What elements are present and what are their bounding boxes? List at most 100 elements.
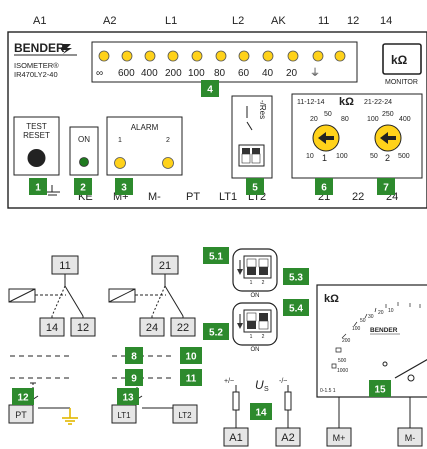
scale-label: 400 [141, 68, 158, 79]
meter-t0: 1000 [337, 368, 348, 374]
callout-badge-label: 5 [252, 183, 258, 194]
supply-minus: -/~ [279, 378, 287, 385]
callout-badge-bg [250, 403, 272, 420]
alarm-ch1: 1 [118, 137, 122, 144]
k1-term-no: 12 [77, 322, 89, 334]
callout-badge-bg [246, 178, 264, 195]
pt-terminal: PT [15, 410, 27, 420]
callout-badge-label: 8 [131, 352, 137, 363]
dip51-on: ON [251, 293, 260, 299]
dial-box [291, 93, 423, 179]
k2-term-no: 22 [177, 322, 189, 334]
scale-led [98, 50, 110, 62]
callout-badge-label: 11 [186, 374, 197, 385]
meter-t1: 500 [338, 358, 347, 364]
scale-label: 600 [118, 68, 135, 79]
on-indicator-group: ON [69, 126, 99, 176]
callout-badge-label: 7 [383, 183, 389, 194]
scale-label: 200 [165, 68, 182, 79]
on-led [79, 157, 89, 167]
dial2-s0: 100 [367, 116, 379, 123]
meter-t5: 30 [368, 314, 374, 320]
scale-led [334, 50, 346, 62]
dial2-s4: 2 [385, 153, 390, 163]
dip51-num2: 2 [262, 280, 265, 286]
callout-badge-label: 5.2 [209, 328, 223, 339]
scale-led [215, 50, 227, 62]
callout-badge-label: 15 [374, 385, 386, 396]
scale-led [287, 50, 299, 62]
callout-badge-bg [283, 299, 309, 316]
dial2-title: 21-22-24 [364, 99, 392, 106]
callout-badge-bg [315, 178, 333, 195]
test-label: TEST [26, 122, 47, 131]
terminal-11: 11 [318, 15, 329, 27]
meter-t7: 10 [388, 308, 394, 314]
meter-t4: 50 [360, 318, 366, 324]
test-reset-group: TEST RESET [13, 116, 60, 176]
terminal-a2: A2 [103, 15, 116, 27]
relay-k1: 11 14 12 [8, 255, 96, 337]
alarm2-led [162, 157, 174, 169]
supply-u: U [255, 378, 264, 392]
led-row [98, 50, 346, 62]
callout-badge-label: 1 [35, 183, 41, 194]
monitor-unit: kΩ [391, 53, 408, 67]
supply-plus: +/~ [224, 378, 234, 385]
dial2-s3: 50 [370, 153, 378, 160]
callout-badge-label: 5.4 [289, 304, 303, 315]
supply-circuit: +/~ -/~ U S A1 A2 [223, 378, 301, 447]
terminal-22: 22 [352, 191, 364, 203]
dip52-num2: 2 [262, 334, 265, 340]
terminal-ak: AK [271, 15, 286, 27]
callout-badge-bg [74, 178, 92, 195]
brand-block: BENDER ISOMETER® IR470LY2-40 [14, 41, 77, 79]
meter-t2: 200 [342, 338, 351, 344]
terminal-lt1: LT1 [219, 191, 237, 203]
scale-label: ⏚ [310, 67, 320, 79]
supply-a1: A1 [229, 432, 242, 444]
k1-term-nc: 14 [46, 322, 58, 334]
scale-led [121, 50, 133, 62]
dial1-s0: 20 [310, 116, 318, 123]
alarm-title: ALARM [131, 123, 159, 132]
legend-lines [10, 355, 172, 379]
dial1-arrow-icon [318, 132, 334, 144]
callout-badge-label: 6 [321, 183, 327, 194]
callout-badge-bg [369, 380, 391, 397]
scale-label: ∞ [96, 68, 103, 79]
callout-badge-label: 3 [121, 183, 127, 194]
callout-badge-bg [29, 178, 47, 195]
res-label: -/Res [258, 100, 267, 119]
meter-group: kΩ BENDER 1000 500 200 100 50 30 20 10 0… [316, 284, 427, 447]
callout-badge-label: 4 [207, 85, 213, 96]
supply-a2: A2 [281, 432, 294, 444]
callout-badge-bg [283, 268, 309, 285]
scale-label: 80 [214, 68, 226, 79]
reset-label: RESET [23, 131, 50, 140]
k1-term-top: 11 [59, 260, 70, 272]
callout-badge-label: 13 [122, 393, 134, 404]
scale-label: 20 [286, 68, 298, 79]
meter-foot: 0-1.5 1 [320, 388, 336, 394]
terminal-12: 12 [347, 15, 359, 27]
supply-s: S [264, 386, 269, 393]
monitor-block: kΩ MONITOR [382, 43, 422, 86]
callout-badge-label: 5.3 [289, 273, 303, 284]
meter-t3: 100 [352, 326, 361, 332]
alarm1-led [114, 157, 126, 169]
dial1-s1: 50 [324, 111, 332, 118]
lt1-terminal: LT1 [117, 411, 131, 420]
res-switch-group: -/Res [231, 95, 273, 179]
terminal-14: 14 [380, 15, 392, 27]
test-reset-button[interactable] [27, 149, 46, 167]
dial2-s2: 400 [399, 116, 411, 123]
dip51-num1: 1 [250, 280, 253, 286]
scale-led [262, 50, 274, 62]
terminal-pt: PT [186, 191, 200, 203]
callout-badge-label: 9 [131, 374, 137, 385]
callout-badge-bg [377, 178, 395, 195]
